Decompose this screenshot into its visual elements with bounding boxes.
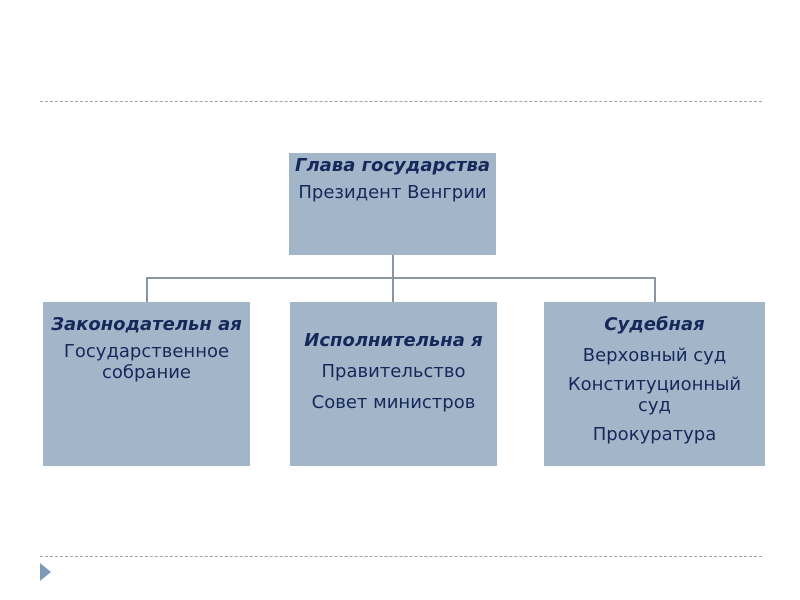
bottom-divider	[40, 556, 762, 557]
box-line: Правительство	[321, 361, 466, 382]
head-of-state-box: Глава государства Президент Венгрии	[289, 153, 496, 255]
box-heading: Законодательн ая	[51, 314, 242, 335]
box-line: Президент Венгрии	[298, 182, 487, 203]
box-line: Совет министров	[311, 392, 476, 413]
next-slide-arrow-icon[interactable]	[40, 563, 51, 581]
top-divider	[40, 101, 762, 102]
box-line: Государственное собрание	[63, 341, 230, 383]
box-line: Конституционный суд	[567, 374, 742, 416]
connector-left	[146, 277, 148, 302]
legislative-box: Законодательн ая Государственное собрани…	[43, 302, 250, 466]
connector-right	[654, 277, 656, 302]
box-heading: Исполнительна я	[304, 330, 483, 351]
executive-box: Исполнительна я Правительство Совет мини…	[290, 302, 497, 466]
box-heading: Судебная	[604, 314, 705, 335]
connector-horizontal	[146, 277, 656, 279]
box-heading: Глава государства	[295, 155, 490, 176]
box-line: Прокуратура	[592, 424, 717, 445]
judicial-box: Судебная Верховный суд Конституционный с…	[544, 302, 765, 466]
box-line: Верховный суд	[582, 345, 727, 366]
